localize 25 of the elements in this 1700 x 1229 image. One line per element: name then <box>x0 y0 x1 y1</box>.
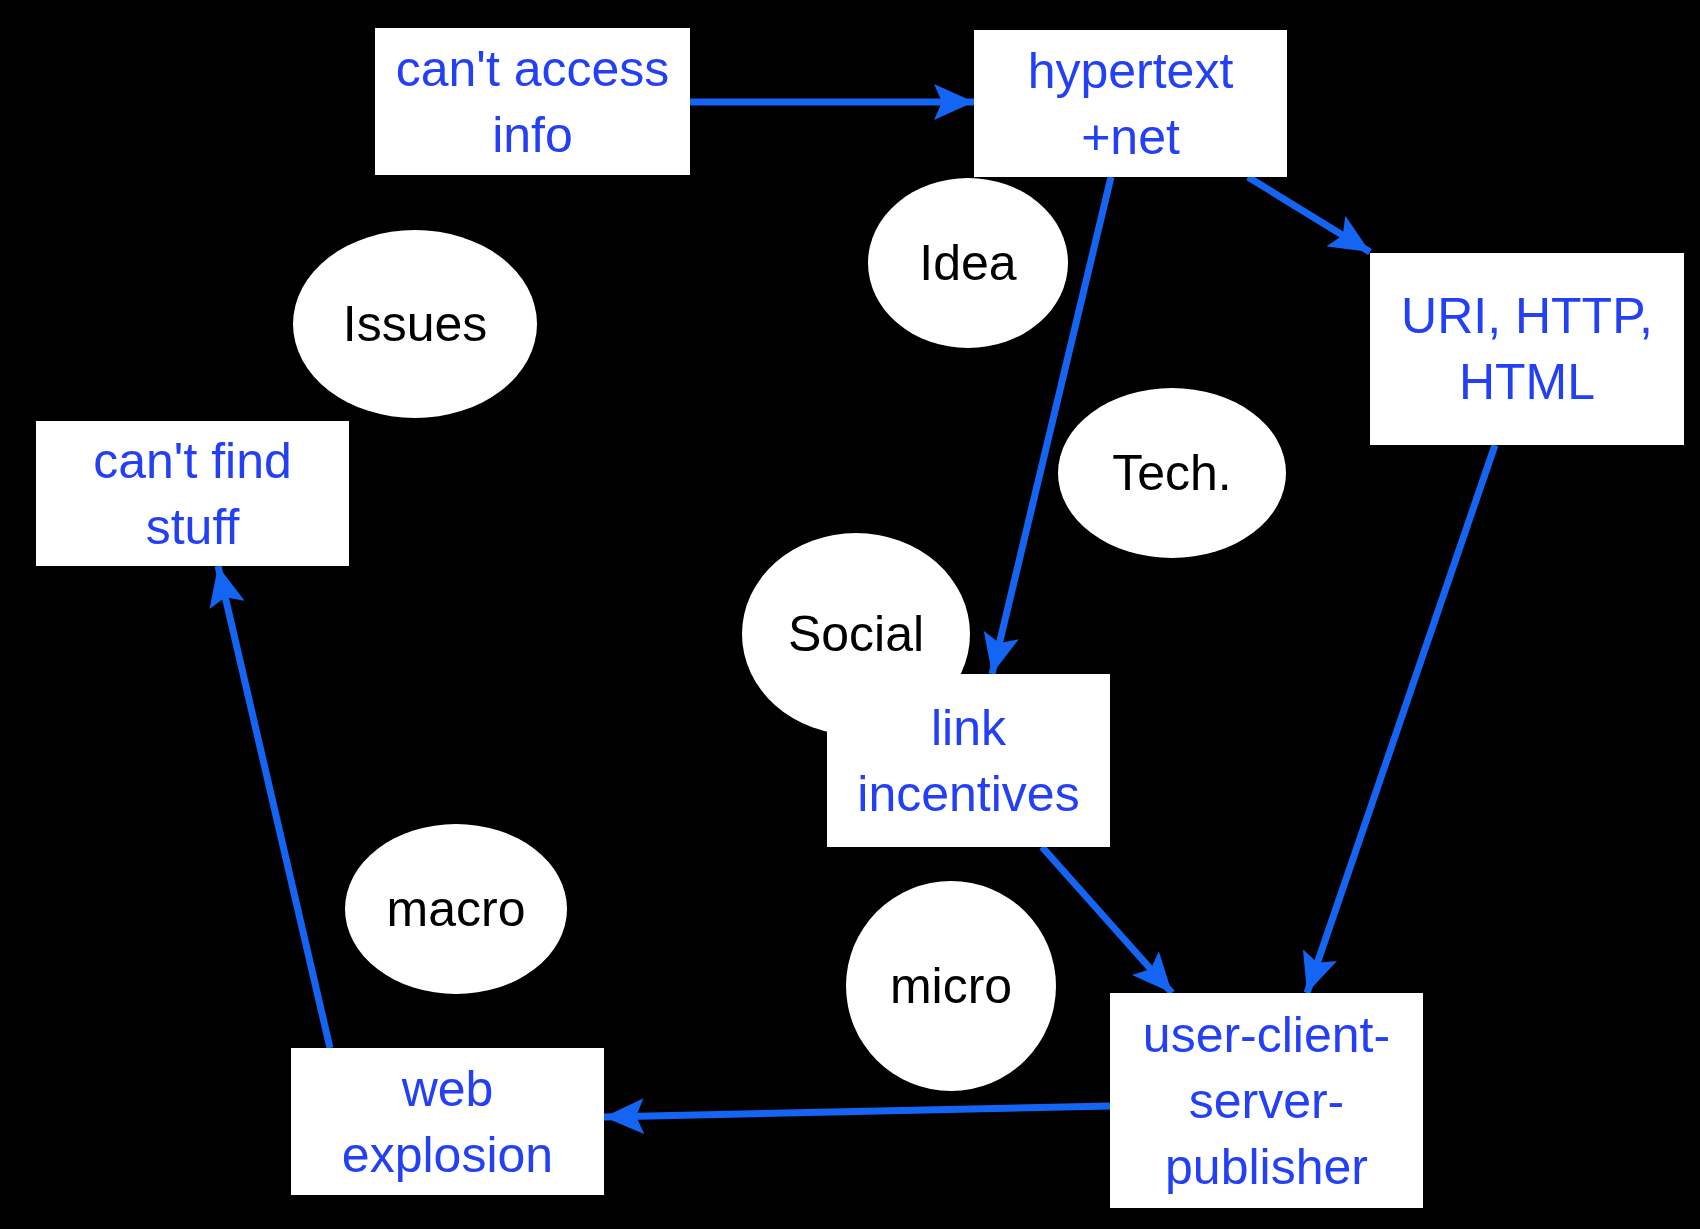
process-box <box>827 674 1110 847</box>
arrow <box>209 565 334 1049</box>
process-box <box>974 30 1287 177</box>
node-label: user-client-server-publisher <box>1141 1005 1392 1197</box>
process-box <box>291 1048 604 1195</box>
process-box <box>1110 993 1423 1208</box>
node-label: can't find stuff <box>92 431 293 557</box>
topic-label: Idea <box>919 234 1017 292</box>
arrow <box>603 1098 1111 1135</box>
process-box <box>375 28 690 175</box>
arrow <box>1302 443 1499 995</box>
process-box <box>36 421 349 566</box>
node-label: can't access info <box>394 39 671 165</box>
topic-label: macro <box>386 880 526 938</box>
arrow <box>983 176 1115 675</box>
topic-label: Issues <box>342 295 488 353</box>
topic-label: Social <box>787 605 925 663</box>
node-label: link incentives <box>856 698 1081 824</box>
arrow <box>690 84 974 120</box>
node-label: hypertext +net <box>1026 41 1235 167</box>
node-label: URI, HTTP, HTML <box>1400 287 1654 412</box>
topic-label: Tech. <box>1112 444 1232 502</box>
node-label: web explosion <box>340 1059 555 1185</box>
topic-label: micro <box>889 957 1013 1015</box>
process-box <box>1370 253 1684 445</box>
